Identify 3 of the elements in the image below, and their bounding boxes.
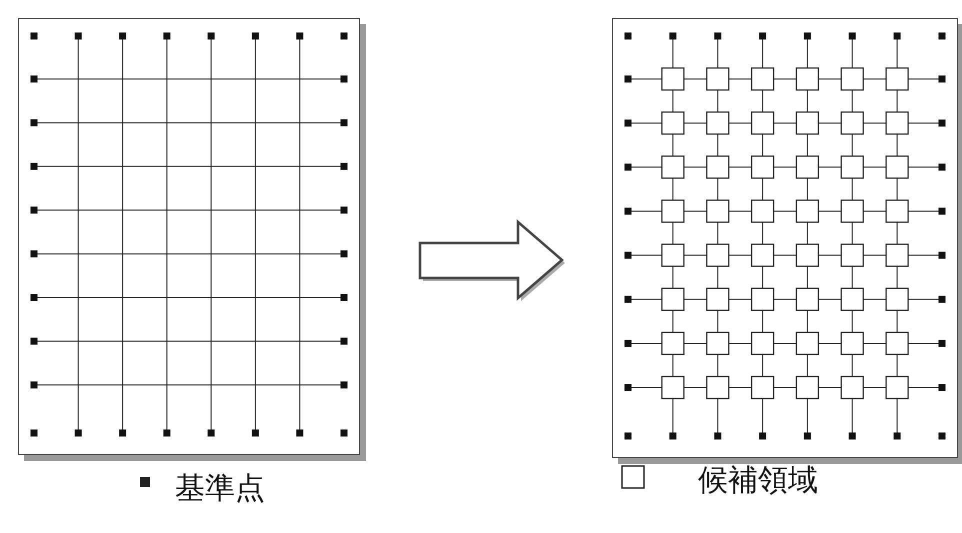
block-arrow <box>418 219 564 301</box>
legend-label: 基準点 <box>175 470 265 508</box>
legend-label: 候補領域 <box>698 462 818 500</box>
